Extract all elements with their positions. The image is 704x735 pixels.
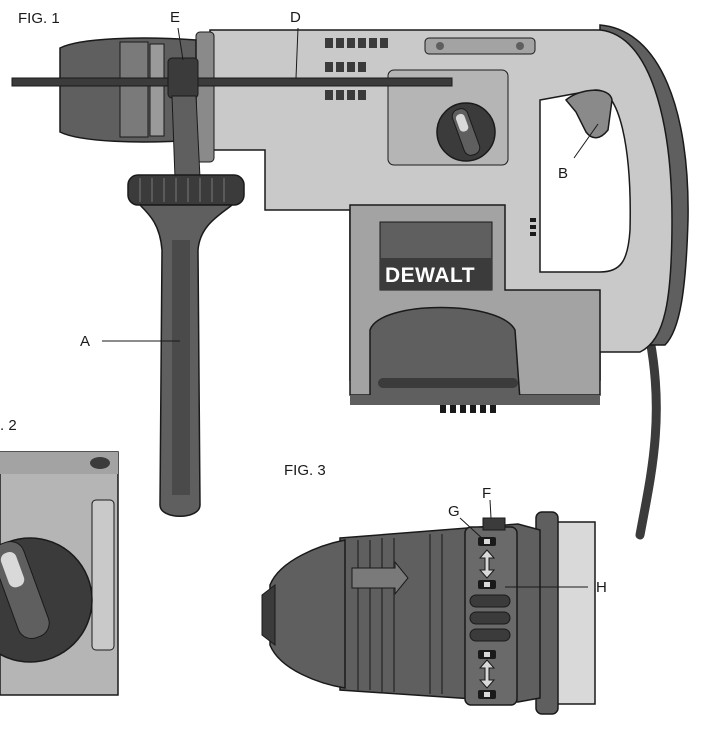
trigger [564, 89, 613, 139]
fig3-nose [269, 539, 346, 689]
vent-slots-side [530, 218, 536, 236]
vent-slots-bottom [440, 403, 496, 413]
fig3-rear-housing [554, 521, 596, 705]
fig1-title: FIG. 1 [18, 10, 60, 27]
callout-f: F [482, 485, 491, 502]
brand-logo: DEWALT [385, 264, 475, 287]
callout-b: B [558, 165, 568, 182]
top-rail [424, 37, 536, 55]
depth-rod [11, 77, 453, 87]
callout-d: D [290, 9, 301, 26]
leader-d [295, 27, 299, 79]
lower-cover [369, 306, 521, 401]
fig3-index-tab [482, 517, 506, 531]
fig3-drawing [261, 511, 596, 715]
fig2-title: . 2 [0, 417, 17, 434]
power-cord [635, 335, 661, 540]
leader-f [489, 499, 492, 519]
leader-e [177, 27, 184, 61]
callout-e: E [170, 9, 180, 26]
screw-right [516, 42, 524, 50]
fig1-drawing: DEWALT [11, 24, 689, 540]
fig2-screw [90, 457, 110, 469]
fig2-drawing [0, 451, 119, 696]
fig3-arrow-decal [351, 560, 409, 596]
leader-b [573, 123, 599, 159]
fig3-title: FIG. 3 [284, 462, 326, 479]
callout-g: G [448, 503, 460, 520]
side-handle-ring [127, 174, 245, 206]
screw-left [436, 42, 444, 50]
leader-g [459, 517, 485, 541]
depth-rod-clamp [167, 57, 199, 99]
side-handle-arm [171, 95, 201, 179]
callout-h: H [596, 579, 607, 596]
callout-a: A [80, 333, 90, 350]
vent-slots-top [325, 38, 388, 100]
